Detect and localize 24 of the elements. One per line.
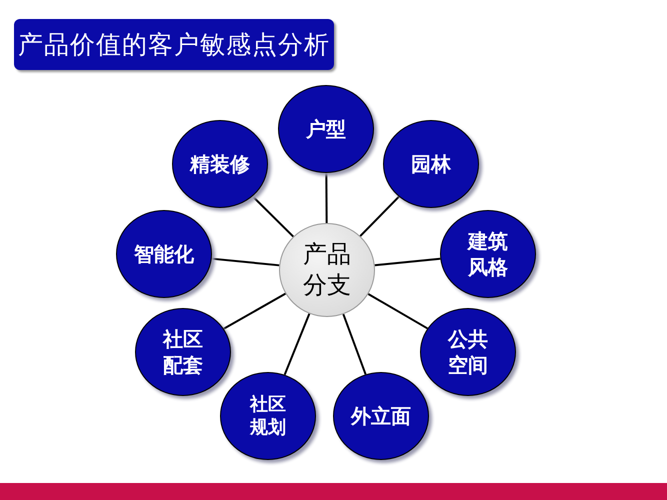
circle-label: 社区规划 (248, 392, 287, 440)
circle-label: 外立面 (350, 403, 412, 429)
circle-label: 产品分支 (302, 238, 352, 301)
topic-circle (220, 372, 316, 460)
circle-label: 社区配套 (162, 326, 204, 378)
connector-line (252, 196, 294, 238)
circle-label: 公共空间 (446, 326, 489, 378)
connector-line (212, 258, 280, 266)
circle-label: 智能化 (132, 241, 195, 267)
title-banner: 产品价值的客户敏感点分析 (14, 19, 334, 70)
circle-label: 精装修 (188, 151, 251, 177)
connector-line (325, 173, 328, 223)
connector-line (360, 196, 400, 237)
connector-line (223, 292, 286, 330)
connector-line (368, 293, 428, 330)
connector-line (284, 313, 310, 376)
circle-label: 户型 (305, 116, 347, 142)
circle-label: 建筑风格 (466, 228, 509, 280)
topic-circle (420, 308, 516, 396)
topic-circle (116, 210, 212, 298)
circle-label: 园林 (410, 151, 452, 177)
connector-line (374, 258, 440, 266)
connector-line (342, 314, 367, 375)
topic-circle (440, 210, 536, 298)
